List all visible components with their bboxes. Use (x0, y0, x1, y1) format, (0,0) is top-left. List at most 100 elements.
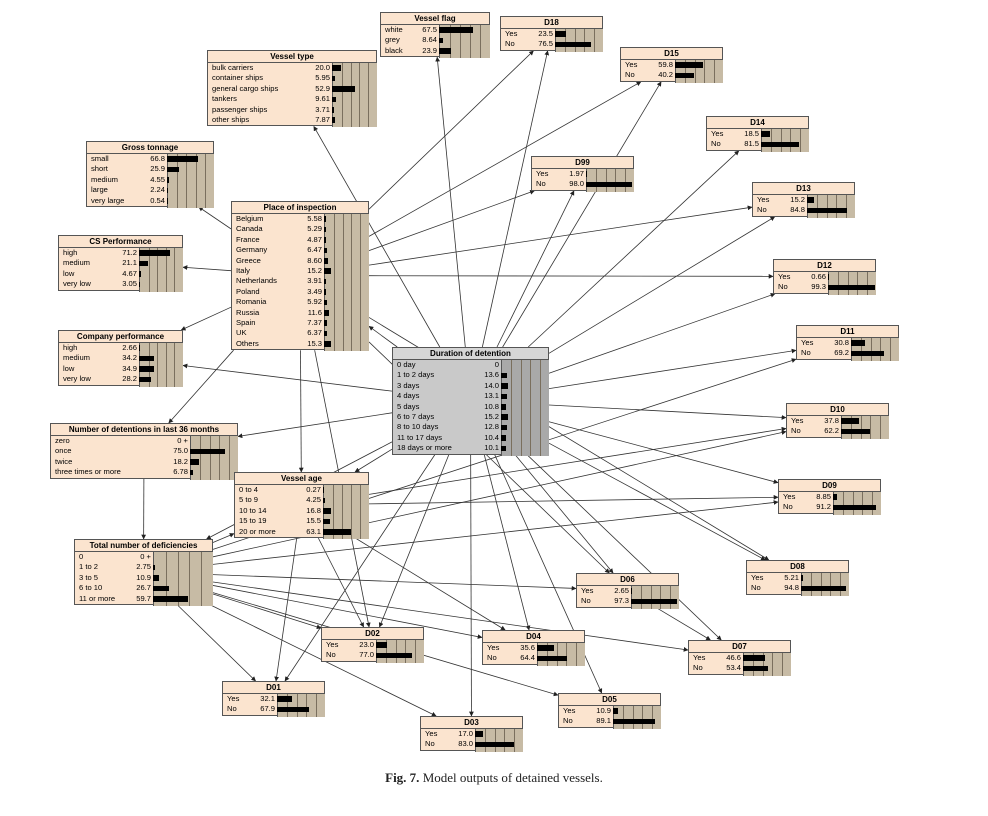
grid-line (772, 653, 774, 676)
state-label: 6 to 10 (79, 583, 103, 593)
state-label: Russia (236, 307, 260, 317)
grid-line (843, 492, 845, 515)
probability-bar (537, 645, 554, 651)
node-title: D03 (421, 717, 522, 729)
state-value: 7.37 (307, 317, 322, 327)
state-value: 5.21 (784, 573, 799, 582)
grid-line (839, 573, 841, 596)
state-value: 13.6 (484, 370, 499, 380)
edge-duration-of-detention-to-d14 (527, 150, 740, 348)
state-value: 15.2 (484, 411, 499, 421)
edge-total-deficiencies-to-d07 (212, 581, 689, 652)
state-label: passenger ships (212, 104, 268, 114)
state-label: 3 days (397, 380, 420, 390)
state-label: Yes (778, 272, 791, 281)
edge-vessel-age-to-d10 (368, 426, 787, 495)
state-label: Yes (563, 706, 576, 715)
state-label: UK (236, 328, 247, 338)
edge-duration-of-detention-to-d18 (481, 50, 550, 348)
grid-line (157, 343, 159, 387)
state-value: 77.0 (359, 650, 374, 660)
state-value: 83.0 (458, 739, 473, 749)
state-label: Yes (625, 60, 638, 69)
grid-line (351, 485, 352, 539)
node-title: CS Performance (59, 236, 182, 248)
grid-line (228, 436, 230, 480)
probability-bar (139, 271, 141, 277)
state-value: 89.1 (596, 716, 611, 726)
state-value: 14.0 (484, 380, 499, 390)
grid-line (685, 60, 687, 83)
probability-bar (439, 48, 451, 54)
probability-bar (324, 278, 326, 285)
grid-line (771, 129, 773, 152)
probability-bar (190, 469, 194, 476)
edge-vessel-age-to-d04 (355, 537, 506, 631)
node-title: Vessel age (235, 473, 368, 485)
state-value: 34.2 (122, 353, 137, 363)
state-value: 0.54 (150, 195, 165, 205)
grid-line (862, 492, 864, 515)
edge-duration-of-detention-to-num-detentions (237, 412, 393, 439)
state-value: 3.91 (307, 276, 322, 286)
edge-duration-of-detention-to-d07 (526, 454, 722, 641)
grid-line (333, 485, 334, 539)
state-label: Yes (757, 195, 770, 204)
state-label: 11 to 17 days (397, 432, 443, 442)
edge-duration-of-detention-to-place-of-inspection (368, 325, 398, 348)
edge-total-deficiencies-to-d04 (212, 585, 483, 639)
state-label: high (63, 343, 78, 352)
edge-duration-of-detention-to-company-performance (182, 363, 393, 392)
grid-line (386, 640, 388, 663)
probability-bar (501, 445, 506, 452)
grid-line (296, 694, 298, 717)
grid-line (780, 129, 782, 152)
state-label: general cargo ships (212, 83, 279, 93)
state-label: Romania (236, 297, 267, 307)
grid-line (395, 640, 397, 663)
node-title: D15 (621, 48, 722, 60)
node-title: Gross tonnage (87, 142, 213, 154)
grid-line (593, 29, 595, 52)
probability-bar (324, 257, 328, 264)
state-label: very large (91, 195, 125, 205)
edge-place-of-inspection-to-gross-tonnage (198, 206, 232, 230)
state-label: Spain (236, 317, 256, 327)
state-value: 6.47 (307, 245, 322, 255)
grid-line (342, 214, 344, 352)
grid-line (547, 643, 549, 666)
state-label: 4 days (397, 391, 420, 401)
probability-bar (139, 250, 170, 256)
probability-bar (475, 731, 483, 737)
state-value: 10.1 (484, 443, 499, 453)
state-label: Yes (326, 640, 339, 649)
state-label: high (63, 248, 78, 257)
node-title: D12 (774, 260, 875, 272)
state-value: 3.71 (315, 104, 330, 114)
state-label: small (91, 154, 109, 163)
state-label: France (236, 234, 260, 244)
state-label: black (385, 45, 403, 55)
grid-line (195, 154, 197, 208)
